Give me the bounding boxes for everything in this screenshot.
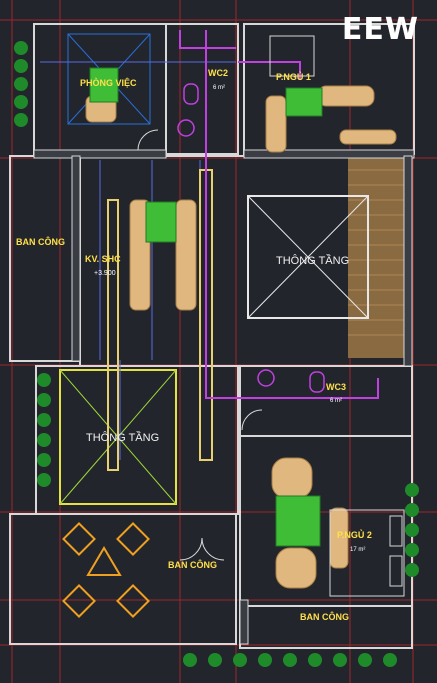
label-p-ngu-2: P.NGỦ 2: [337, 529, 372, 540]
eew-logo: EEW: [341, 12, 419, 47]
label-phong-viec: PHÒNG VIỆC: [80, 77, 137, 88]
label-thong-tang-left: THÔNG TẦNG: [86, 431, 159, 444]
label-ban-cong-left: BAN CÔNG: [16, 236, 65, 247]
label-p-ngu-1: P.NGỦ 1: [276, 71, 311, 82]
label-kv-shc: KV. SHC: [85, 254, 121, 264]
label-wc2-area: 6 m²: [213, 85, 225, 91]
fan-coil-units: [89, 67, 323, 547]
label-ban-cong-mid: BAN CÔNG: [168, 559, 217, 570]
balcony-furniture: [62, 522, 150, 618]
label-wc2: WC2: [208, 68, 228, 78]
wood-floor-area: [348, 158, 410, 358]
label-ban-cong-bottom: BAN CÔNG: [300, 611, 349, 622]
thong-tang-right-void: [247, 195, 369, 319]
pipes: [179, 30, 379, 399]
label-p-ngu-2-area: 17 m²: [350, 547, 365, 553]
plants: [14, 41, 419, 667]
label-kv-shc-level: +3.900: [94, 270, 116, 277]
ducts: [85, 85, 397, 589]
label-wc3: WC3: [326, 382, 346, 392]
label-wc3-area: 6 m²: [330, 398, 342, 404]
label-thong-tang-right: THÔNG TẦNG: [276, 254, 349, 267]
